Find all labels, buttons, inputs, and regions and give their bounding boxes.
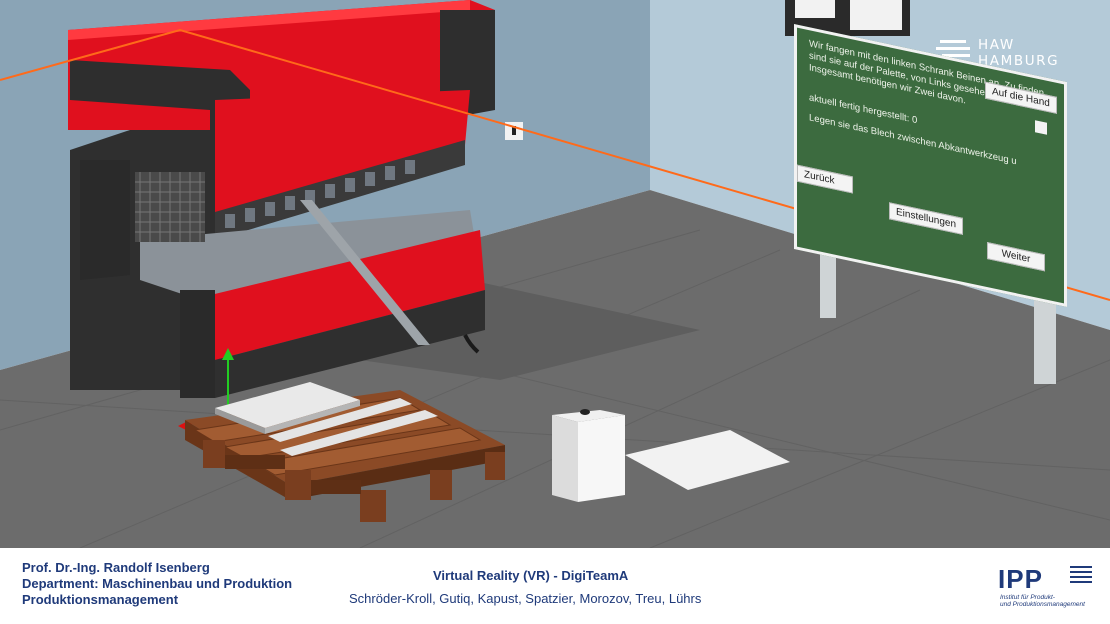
ipp-logo-icon [1070, 566, 1092, 583]
vr-scene-viewport[interactable]: HAW HAMBURG Wir fangen mit den linken Sc… [0, 0, 1110, 548]
ipp-logo-text: IPP [998, 564, 1043, 594]
cable [463, 334, 480, 354]
next-button[interactable]: Weiter [987, 242, 1045, 272]
presentation-title: Virtual Reality (VR) - DigiTeamA [433, 568, 629, 583]
settings-button[interactable]: Einstellungen [889, 202, 964, 235]
haw-logo-line2: HAMBURG [978, 53, 1060, 69]
haw-logo-line1: HAW [978, 37, 1015, 53]
author-info: Prof. Dr.-Ing. Randolf Isenberg Departme… [22, 560, 292, 608]
ipp-logo: IPP Institut für Produkt- und Produktion… [998, 564, 1098, 614]
haw-logo-text: HAW HAMBURG [978, 37, 1059, 69]
team-members: Schröder-Kroll, Gutiq, Kapust, Spatzier,… [349, 591, 702, 606]
white-cabinet-box[interactable] [552, 409, 625, 502]
ipp-subtitle-line1: Institut für Produkt- [1000, 594, 1055, 601]
professor-name: Prof. Dr.-Ing. Randolf Isenberg [22, 560, 210, 575]
scene-background [0, 0, 1110, 548]
press-brake[interactable] [68, 0, 523, 398]
ipp-logo-subtitle: Institut für Produkt- und Produktionsman… [1000, 594, 1085, 608]
white-panel[interactable] [625, 430, 790, 490]
board-toggle-icon[interactable] [1035, 120, 1047, 135]
division: Produktionsmanagement [22, 592, 179, 607]
slide-footer: Prof. Dr.-Ing. Randolf Isenberg Departme… [0, 548, 1110, 624]
department: Department: Maschinenbau und Produktion [22, 576, 293, 591]
haw-hamburg-logo: HAW HAMBURG [936, 36, 1076, 76]
pallet[interactable] [185, 382, 505, 522]
ipp-subtitle-line2: und Produktionsmanagement [1000, 601, 1085, 608]
back-button[interactable]: Zurück [797, 164, 853, 194]
